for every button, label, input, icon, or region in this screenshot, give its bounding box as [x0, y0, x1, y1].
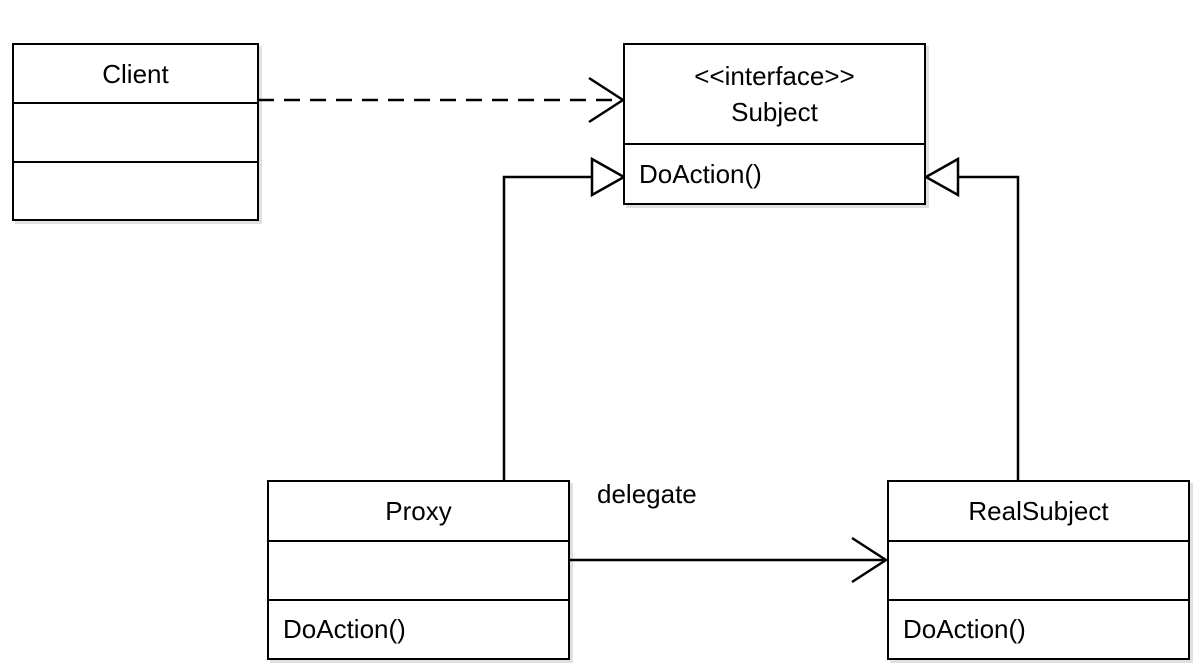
proxy-class-name: Proxy	[385, 496, 452, 526]
subject-class-name: Subject	[731, 97, 818, 127]
client-attributes-section	[14, 104, 257, 163]
proxy-attributes-section	[269, 542, 568, 601]
client-class-name: Client	[102, 58, 169, 89]
delegate-label: delegate	[597, 479, 697, 509]
realsubject-name-section: RealSubject	[889, 482, 1188, 542]
realsubject-operation: DoAction()	[903, 614, 1026, 644]
realsubject-attributes-section	[889, 542, 1188, 601]
proxy-name-section: Proxy	[269, 482, 568, 542]
proxy-operations-section: DoAction()	[269, 601, 568, 658]
subject-stereotype: <<interface>>	[694, 61, 855, 91]
realization-realsubject-subject	[923, 156, 1020, 480]
association-proxy-realsubject	[569, 536, 889, 584]
realsubject-operations-section: DoAction()	[889, 601, 1188, 658]
proxy-class[interactable]: Proxy DoAction()	[267, 480, 570, 660]
realsubject-class[interactable]: RealSubject DoAction()	[887, 480, 1190, 660]
subject-operation: DoAction()	[639, 158, 762, 189]
subject-name-section: <<interface>> Subject	[625, 45, 924, 145]
client-name-section: Client	[14, 45, 257, 104]
client-class[interactable]: Client	[12, 43, 259, 221]
dependency-client-subject	[258, 76, 626, 124]
realization-proxy-subject	[502, 156, 627, 480]
realsubject-class-name: RealSubject	[968, 496, 1109, 526]
client-operations-section	[14, 163, 257, 219]
subject-interface[interactable]: <<interface>> Subject DoAction()	[623, 43, 926, 205]
proxy-operation: DoAction()	[283, 614, 406, 644]
subject-operations-section: DoAction()	[625, 145, 924, 203]
